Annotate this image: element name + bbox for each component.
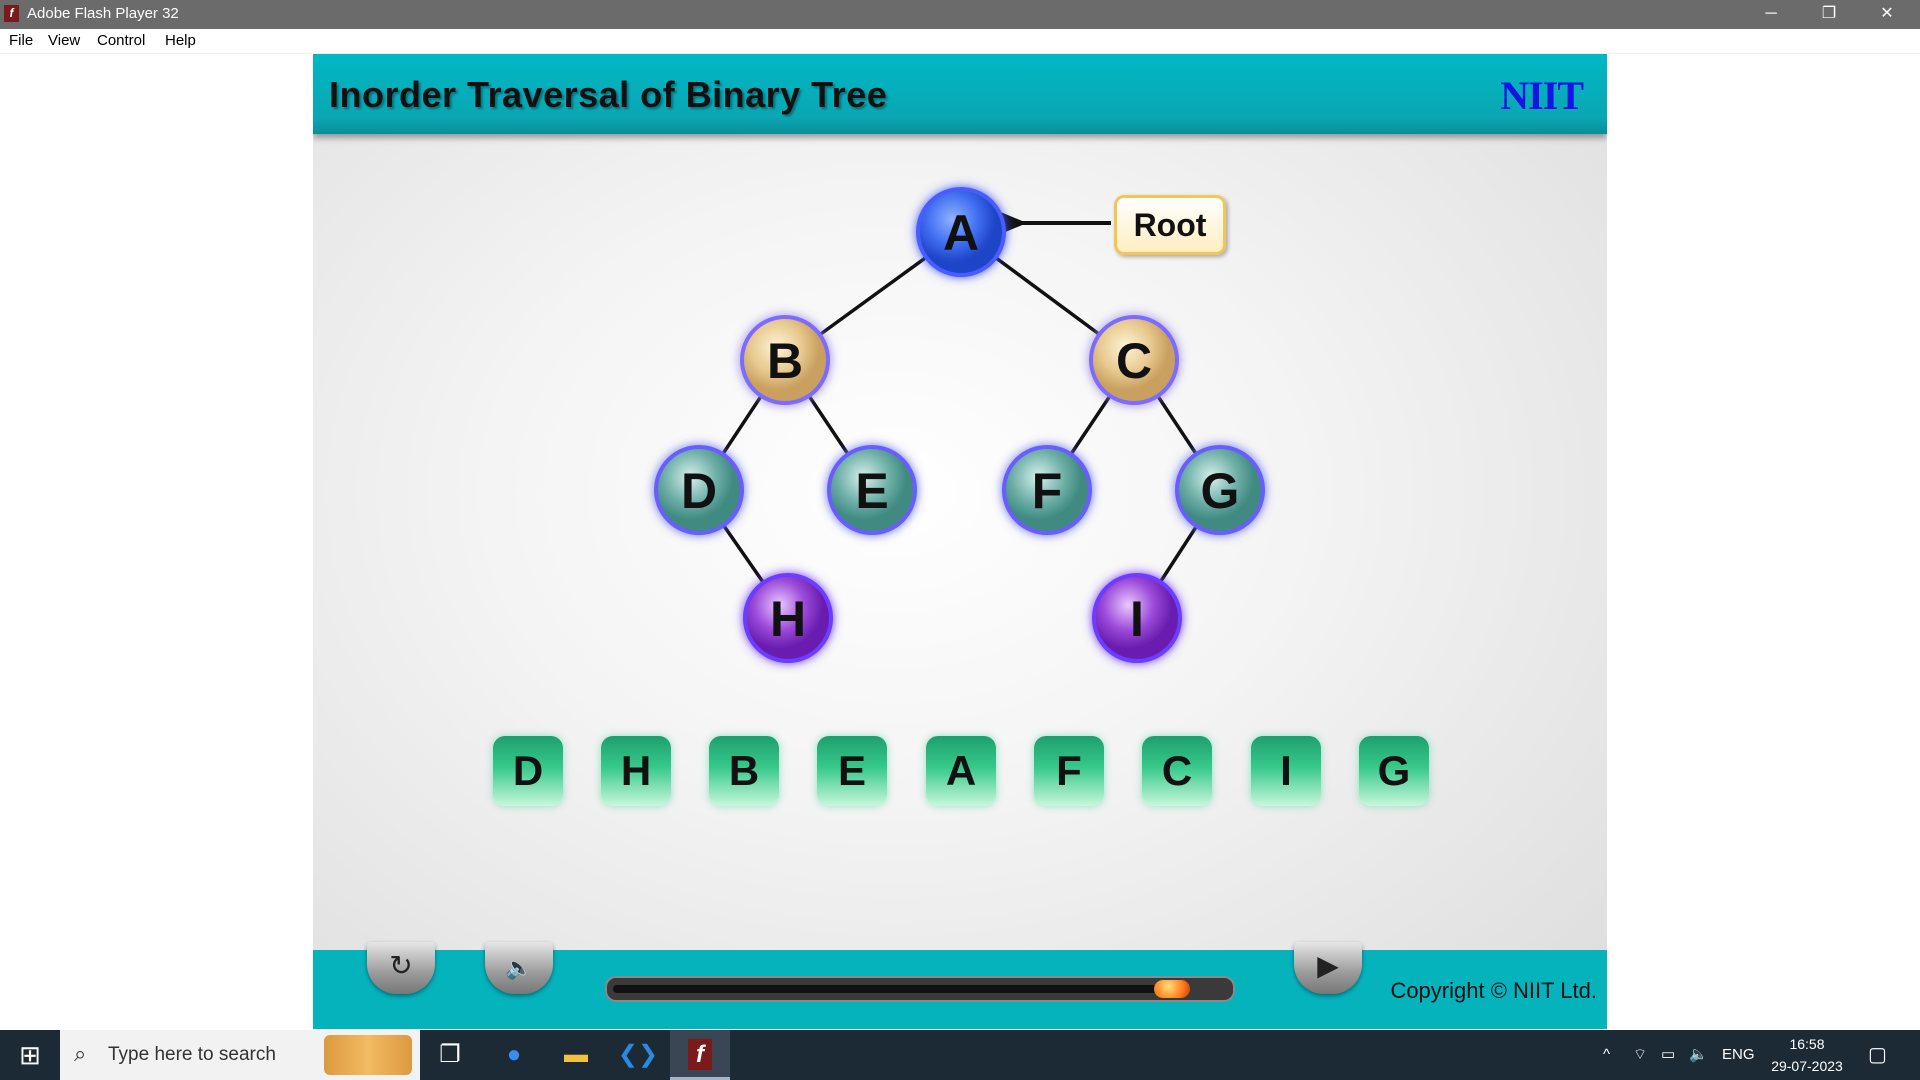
sequence-item-9: G (1359, 736, 1429, 806)
lesson-title: Inorder Traversal of Binary Tree (329, 74, 888, 115)
taskbar-app-firefox[interactable]: ● (484, 1030, 544, 1080)
root-label: Root (1114, 195, 1226, 255)
node-label-h: H (770, 591, 806, 647)
clock-time: 16:58 (1789, 1036, 1825, 1052)
system-clock[interactable]: 16:58 29-07-2023 (1762, 1036, 1852, 1074)
start-button[interactable]: ⊞ (0, 1030, 60, 1080)
menu-bar: File View Control Help (0, 29, 1920, 54)
folder-icon: ▬ (564, 1041, 588, 1068)
node-label-g: G (1201, 463, 1240, 519)
node-label-a: A (943, 205, 979, 261)
taskbar-search-box[interactable]: ⌕ Type here to search (60, 1030, 420, 1080)
close-button[interactable]: ✕ (1880, 5, 1894, 22)
search-placeholder: Type here to search (108, 1044, 276, 1065)
sequence-item-8: I (1251, 736, 1321, 806)
firefox-icon: ● (506, 1041, 522, 1068)
notification-center-button[interactable]: ▢ (1868, 1030, 1887, 1080)
progress-handle[interactable] (1154, 980, 1190, 998)
notification-icon: ▢ (1868, 1044, 1887, 1066)
taskbar-app-flash-player[interactable]: f (670, 1030, 730, 1080)
menu-view[interactable]: View (48, 32, 81, 49)
task-view-icon: ❐ (439, 1041, 461, 1068)
menu-file[interactable]: File (9, 32, 34, 49)
progress-fill (613, 985, 1184, 993)
tree-node-b[interactable]: B (740, 315, 830, 405)
tree-node-g[interactable]: G (1175, 445, 1265, 535)
show-hidden-icons-button[interactable]: ^ (1603, 1030, 1610, 1080)
taskbar-app-file-explorer[interactable]: ▬ (546, 1030, 606, 1080)
windows-logo-icon: ⊞ (19, 1040, 41, 1070)
vscode-icon: ❮❯ (617, 1041, 659, 1068)
menu-control[interactable]: Control (97, 32, 146, 49)
tree-node-d[interactable]: D (654, 445, 744, 535)
tree-node-f[interactable]: F (1002, 445, 1092, 535)
node-label-i: I (1130, 591, 1144, 647)
search-highlight-image (324, 1035, 412, 1075)
flash-player-icon: f (688, 1039, 712, 1070)
node-label-e: E (855, 463, 888, 519)
tree-node-a[interactable]: A (916, 187, 1006, 277)
player-control-bar: ↻ 🔈 ▶ Copyright © NIIT Ltd. (313, 942, 1607, 1029)
search-icon: ⌕ (74, 1041, 87, 1066)
sequence-item-7: C (1142, 736, 1212, 806)
speaker-icon[interactable]: 🔈 (1689, 1046, 1708, 1063)
node-label-c: C (1116, 333, 1152, 389)
node-label-b: B (767, 333, 803, 389)
flash-app-icon: f (4, 5, 19, 22)
sequence-item-5: A (926, 736, 996, 806)
play-icon: ▶ (1317, 950, 1339, 981)
windows-taskbar: ⊞ ⌕ Type here to search ❐ ● ▬ ❮❯ f ^ ⌔ ▭… (0, 1030, 1920, 1080)
restore-button[interactable]: ❐ (1821, 5, 1837, 22)
language-indicator[interactable]: ENG (1722, 1046, 1755, 1063)
taskbar-app-vscode[interactable]: ❮❯ (608, 1030, 668, 1080)
progress-bar[interactable] (605, 976, 1235, 1002)
tree-node-i[interactable]: I (1092, 573, 1182, 663)
node-label-f: F (1032, 463, 1063, 519)
tree-node-c[interactable]: C (1089, 315, 1179, 405)
menu-help[interactable]: Help (165, 32, 196, 49)
tree-node-h[interactable]: H (743, 573, 833, 663)
copyright-text: Copyright © NIIT Ltd. (1390, 978, 1597, 1003)
sequence-item-6: F (1034, 736, 1104, 806)
tree-node-e[interactable]: E (827, 445, 917, 535)
wifi-icon[interactable]: ⌔ (1633, 1046, 1648, 1063)
clock-date: 29-07-2023 (1771, 1058, 1843, 1074)
tree-edges (697, 230, 1222, 619)
sequence-item-4: E (817, 736, 887, 806)
binary-tree-diagram: A B C D E F G (654, 187, 1265, 663)
volume-button[interactable]: 🔈 (485, 942, 553, 994)
replay-icon: ↻ (389, 950, 413, 981)
niit-logo: NIIT (1500, 73, 1584, 118)
minimize-button[interactable]: ─ (1765, 5, 1777, 22)
replay-button[interactable]: ↻ (367, 942, 435, 994)
volume-icon: 🔈 (505, 955, 533, 980)
window-titlebar: f Adobe Flash Player 32 ─ ❐ ✕ (0, 0, 1920, 29)
sequence-item-2: H (601, 736, 671, 806)
window-title: Adobe Flash Player 32 (27, 5, 179, 22)
play-button[interactable]: ▶ (1294, 942, 1362, 994)
flash-stage: Inorder Traversal of Binary Tree NIIT (313, 54, 1607, 1029)
battery-icon[interactable]: ▭ (1661, 1046, 1676, 1063)
node-label-d: D (681, 463, 717, 519)
chevron-up-icon: ^ (1603, 1046, 1611, 1063)
sequence-item-3: B (709, 736, 779, 806)
sequence-item-1: D (493, 736, 563, 806)
lesson-header: Inorder Traversal of Binary Tree NIIT (313, 54, 1607, 134)
task-view-button[interactable]: ❐ (420, 1030, 480, 1080)
